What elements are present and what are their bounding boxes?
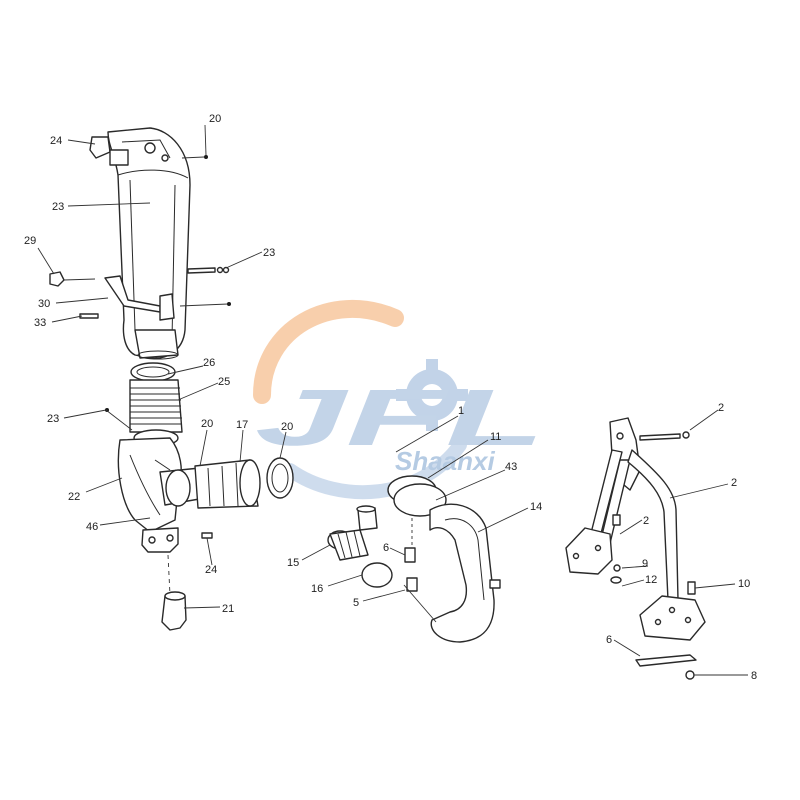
- mounting-bracket: [565, 417, 706, 680]
- callout-label: 21: [222, 603, 234, 615]
- callout-label: 8: [751, 670, 757, 682]
- callout-labels: 24 20 23 23 29 30 33 26 25 23 20 17 20 2…: [24, 113, 757, 682]
- callout-label: 25: [218, 376, 230, 388]
- callout-label: 26: [203, 357, 215, 369]
- callout-label: 43: [505, 461, 517, 473]
- callout-label: 1: [458, 405, 464, 417]
- gear-icon: [396, 359, 468, 431]
- callout-label: 22: [68, 491, 80, 503]
- callout-label: 10: [738, 578, 750, 590]
- callout-label: 2: [643, 515, 649, 527]
- logo-brand-text: JFL: [255, 373, 545, 462]
- callout-label: 20: [201, 418, 213, 430]
- watermark-logo: JFL Shaanxi: [253, 300, 545, 500]
- logo-arc-warm: [253, 300, 404, 404]
- logo-subtitle-text: Shaanxi: [395, 446, 495, 476]
- callout-label: 30: [38, 298, 50, 310]
- callout-label: 2: [731, 477, 737, 489]
- callout-label: 2: [718, 402, 724, 414]
- callout-label: 33: [34, 317, 46, 329]
- intake-parts: [327, 475, 501, 643]
- callout-label: 23: [263, 247, 275, 259]
- callout-label: 16: [311, 583, 323, 595]
- callout-label: 20: [281, 421, 293, 433]
- callout-label: 5: [353, 597, 359, 609]
- callout-label: 24: [50, 135, 62, 147]
- callout-label: 11: [490, 431, 501, 443]
- callout-label: 46: [86, 521, 98, 533]
- callout-label: 6: [383, 542, 389, 554]
- flex-pipe-and-elbow: [117, 362, 294, 631]
- callout-label: 15: [287, 557, 299, 569]
- callout-label: 24: [205, 564, 217, 576]
- leader-lines: [37, 124, 748, 676]
- callout-label: 6: [606, 634, 612, 646]
- callout-label: 14: [530, 501, 542, 513]
- logo-arc-cool: [283, 438, 467, 500]
- callout-label: 23: [47, 413, 59, 425]
- callout-label: 23: [52, 201, 64, 213]
- callout-label: 12: [645, 574, 657, 586]
- callout-label: 9: [642, 558, 648, 570]
- callout-label: 20: [209, 113, 221, 125]
- callout-label: 29: [24, 235, 36, 247]
- callout-label: 17: [236, 419, 248, 431]
- muffler-assembly: [49, 127, 230, 360]
